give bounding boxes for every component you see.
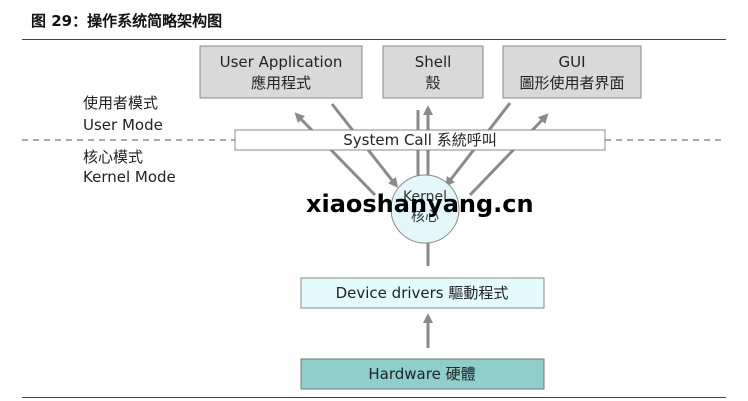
system-call-label: System Call 系統呼叫 bbox=[343, 131, 496, 149]
kernel-mode-label-zh: 核心模式 bbox=[83, 148, 143, 166]
app-line2: 應用程式 bbox=[251, 74, 311, 92]
top-rule bbox=[22, 39, 726, 40]
figure-title: 图 29：操作系统简略架构图 bbox=[31, 12, 223, 30]
app-line1: User Application bbox=[220, 53, 343, 71]
kernel-line2: 核心 bbox=[411, 209, 439, 225]
watermark-text: xiaoshanyang.cn bbox=[306, 190, 534, 218]
app-line1: Shell bbox=[415, 53, 452, 71]
device-drivers-box: Device drivers 驅動程式 bbox=[300, 277, 545, 309]
kernel-node: Kernel 核心 bbox=[390, 174, 460, 244]
app-box-shell: Shell 殼 bbox=[382, 45, 484, 99]
user-mode-label-en: User Mode bbox=[83, 116, 163, 134]
kernel-line1: Kernel bbox=[403, 189, 447, 205]
device-drivers-label: Device drivers 驅動程式 bbox=[336, 284, 509, 302]
app-line1: GUI bbox=[558, 53, 585, 71]
arrow-kernel-to-app bbox=[294, 112, 377, 197]
app-line2: 殼 bbox=[425, 74, 440, 92]
arrow-kernel-to-gui bbox=[468, 113, 549, 197]
hardware-box: Hardware 硬體 bbox=[300, 358, 545, 390]
bottom-rule bbox=[22, 397, 726, 398]
app-box-user-application: User Application 應用程式 bbox=[199, 45, 363, 99]
user-mode-label-zh: 使用者模式 bbox=[83, 94, 158, 112]
system-call-bar: System Call 系統呼叫 bbox=[234, 129, 606, 151]
hardware-label: Hardware 硬體 bbox=[368, 365, 475, 383]
kernel-mode-label-en: Kernel Mode bbox=[83, 168, 176, 186]
app-box-gui: GUI 圖形使用者界面 bbox=[502, 45, 642, 99]
app-line2: 圖形使用者界面 bbox=[519, 74, 624, 92]
